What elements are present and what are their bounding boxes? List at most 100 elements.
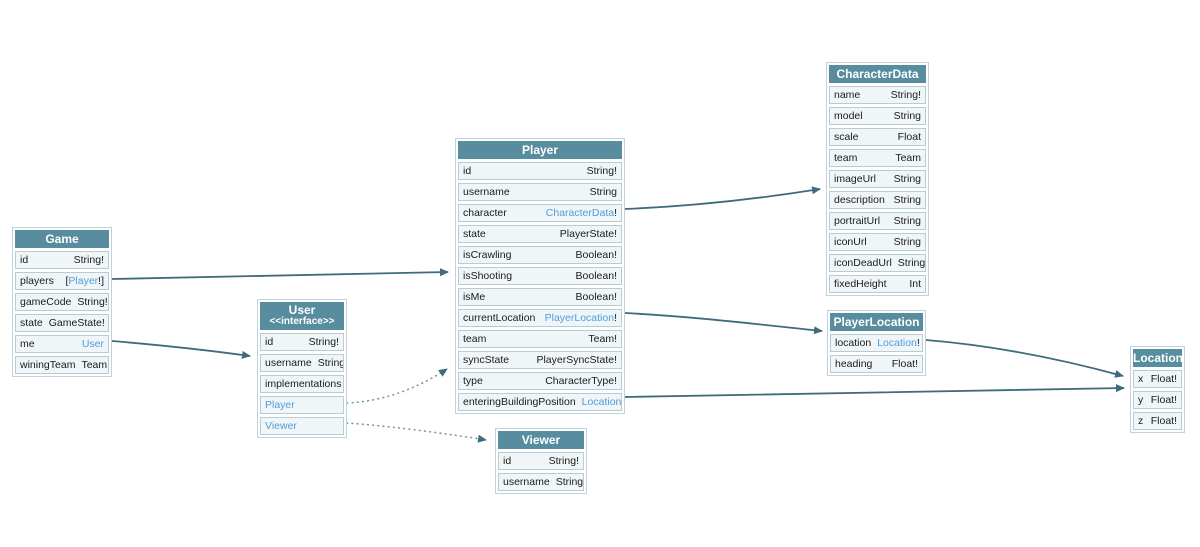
field-row-player-team[interactable]: team Team!	[458, 330, 622, 348]
field-type: String	[589, 186, 617, 198]
field-name: iconUrl	[834, 236, 867, 248]
field-row-game-players[interactable]: players [Player!]	[15, 272, 109, 290]
field-type: String!	[548, 455, 579, 467]
field-type: String	[555, 476, 584, 488]
field-row-game-gamecode[interactable]: gameCode String!	[15, 293, 109, 311]
table-game-header[interactable]: Game	[15, 230, 109, 248]
field-row-player-isshooting[interactable]: isShooting Boolean!	[458, 267, 622, 285]
field-row-characterdata-iconurl[interactable]: iconUrl String	[829, 233, 926, 251]
field-type: String!	[890, 89, 921, 101]
field-type: Float!	[1150, 415, 1177, 427]
type-link[interactable]: Location	[877, 337, 917, 349]
field-name: winingTeam	[20, 359, 76, 371]
type-link[interactable]: PlayerLocation	[544, 312, 615, 324]
field-type: Int	[909, 278, 921, 290]
field-row-playerlocation-location[interactable]: location Location!	[830, 334, 923, 352]
field-type: Location	[581, 396, 622, 408]
field-row-player-character[interactable]: character CharacterData!	[458, 204, 622, 222]
field-row-characterdata-portraiturl[interactable]: portraitUrl String	[829, 212, 926, 230]
field-type: PlayerSyncState!	[536, 354, 617, 366]
table-viewer: Viewer id String! username String	[495, 428, 587, 494]
field-row-game-winingteam[interactable]: winingTeam Team	[15, 356, 109, 374]
field-type: String!	[586, 165, 617, 177]
field-row-game-state[interactable]: state GameState!	[15, 314, 109, 332]
field-name: scale	[834, 131, 859, 143]
field-name: state	[463, 228, 486, 240]
edge-user-viewer-implementation	[346, 422, 487, 443]
field-type: String	[893, 173, 921, 185]
field-type: Float!	[1150, 373, 1177, 385]
table-viewer-header[interactable]: Viewer	[498, 431, 584, 449]
field-row-player-id[interactable]: id String!	[458, 162, 622, 180]
field-name: team	[834, 152, 858, 164]
type-link[interactable]: Location	[581, 396, 622, 408]
field-row-user-impl-player[interactable]: Player	[260, 396, 344, 414]
table-player-header[interactable]: Player	[458, 141, 622, 159]
field-row-game-me[interactable]: me User	[15, 335, 109, 353]
field-type: String	[893, 236, 921, 248]
field-row-game-id[interactable]: id String!	[15, 251, 109, 269]
type-link[interactable]: CharacterData	[545, 207, 615, 219]
edge-user-player-implementation	[346, 368, 448, 404]
field-row-player-iscrawling[interactable]: isCrawling Boolean!	[458, 246, 622, 264]
field-row-characterdata-team[interactable]: team Team	[829, 149, 926, 167]
field-type: String!	[73, 254, 104, 266]
field-name: name	[834, 89, 861, 101]
field-name: currentLocation	[463, 312, 536, 324]
field-row-location-z[interactable]: z Float!	[1133, 412, 1182, 430]
field-row-player-currentlocation[interactable]: currentLocation PlayerLocation!	[458, 309, 622, 327]
table-user-title: User	[288, 303, 316, 317]
field-row-characterdata-scale[interactable]: scale Float	[829, 128, 926, 146]
field-name: imageUrl	[834, 173, 877, 185]
field-type: Float!	[1150, 394, 1177, 406]
field-row-player-isme[interactable]: isMe Boolean!	[458, 288, 622, 306]
type-link[interactable]: User	[81, 338, 104, 350]
type-link[interactable]: Player	[68, 275, 99, 287]
field-type: String	[897, 257, 926, 269]
implementation-link[interactable]: Player	[265, 399, 295, 411]
table-user-header[interactable]: User <<interface>>	[260, 302, 344, 330]
field-row-location-y[interactable]: y Float!	[1133, 391, 1182, 409]
field-name: username	[503, 476, 550, 488]
field-row-viewer-username[interactable]: username String	[498, 473, 584, 491]
field-name: isMe	[463, 291, 486, 303]
field-type: [Player!]	[65, 275, 104, 287]
field-row-user-id[interactable]: id String!	[260, 333, 344, 351]
edge-player-currentlocation-to-playerlocation	[624, 312, 823, 335]
table-characterdata: CharacterData name String! model String …	[826, 62, 929, 296]
table-playerlocation-header[interactable]: PlayerLocation	[830, 313, 923, 331]
field-name: team	[463, 333, 487, 345]
field-name: state	[20, 317, 43, 329]
field-row-characterdata-icondeadurl[interactable]: iconDeadUrl String	[829, 254, 926, 272]
field-name: id	[463, 165, 472, 177]
field-row-user-impl-viewer[interactable]: Viewer	[260, 417, 344, 435]
field-row-user-username[interactable]: username String	[260, 354, 344, 372]
field-row-location-x[interactable]: x Float!	[1133, 370, 1182, 388]
field-row-player-syncstate[interactable]: syncState PlayerSyncState!	[458, 351, 622, 369]
field-row-characterdata-description[interactable]: description String	[829, 191, 926, 209]
field-row-player-enteringbuildingposition[interactable]: enteringBuildingPosition Location	[458, 393, 622, 411]
field-row-characterdata-imageurl[interactable]: imageUrl String	[829, 170, 926, 188]
implementation-link[interactable]: Viewer	[265, 420, 297, 432]
field-type: Team	[81, 359, 108, 371]
table-characterdata-header[interactable]: CharacterData	[829, 65, 926, 83]
field-row-player-username[interactable]: username String	[458, 183, 622, 201]
field-name: username	[265, 357, 312, 369]
edge-player-character-to-characterdata	[624, 186, 821, 210]
edge-game-me-to-user	[111, 340, 251, 359]
field-name: iconDeadUrl	[834, 257, 892, 269]
field-row-characterdata-model[interactable]: model String	[829, 107, 926, 125]
field-type: String!	[77, 296, 108, 308]
field-type: String	[317, 357, 344, 369]
field-name: z	[1138, 415, 1144, 427]
field-row-characterdata-fixedheight[interactable]: fixedHeight Int	[829, 275, 926, 293]
field-row-player-state[interactable]: state PlayerState!	[458, 225, 622, 243]
field-row-playerlocation-heading[interactable]: heading Float!	[830, 355, 923, 373]
table-location-header[interactable]: Location	[1133, 349, 1182, 367]
field-row-characterdata-name[interactable]: name String!	[829, 86, 926, 104]
field-type: String	[893, 215, 921, 227]
field-row-viewer-id[interactable]: id String!	[498, 452, 584, 470]
field-row-player-type[interactable]: type CharacterType!	[458, 372, 622, 390]
field-name: model	[834, 110, 863, 122]
field-row-user-implementations[interactable]: implementations	[260, 375, 344, 393]
